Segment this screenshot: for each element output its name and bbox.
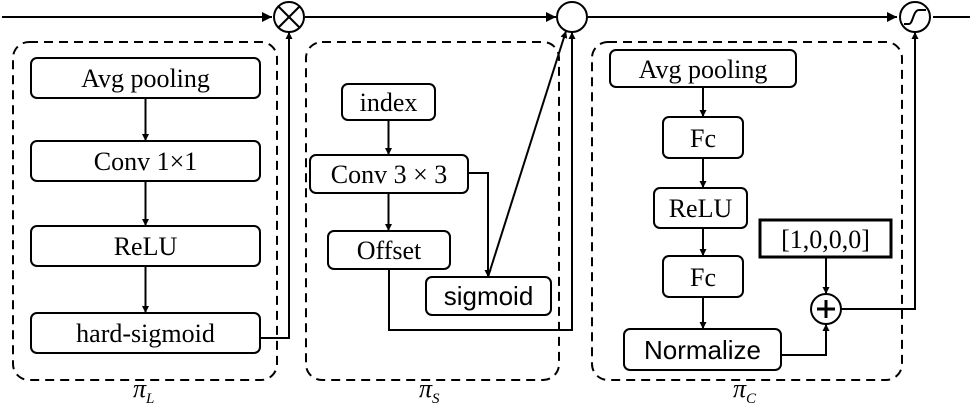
add-operator bbox=[810, 293, 842, 325]
middle-index-label: index bbox=[360, 88, 418, 117]
middle-index-block: index bbox=[341, 83, 436, 121]
middle-sigmoid-block: sigmoid bbox=[425, 276, 552, 316]
right-fc1-block: Fc bbox=[662, 116, 744, 159]
left-avg-pooling-label: Avg pooling bbox=[81, 64, 210, 93]
middle-offset-block: Offset bbox=[327, 230, 451, 270]
middle-offset-label: Offset bbox=[357, 236, 422, 265]
right-normalize-label: Normalize bbox=[644, 335, 761, 365]
activation-operator bbox=[899, 1, 931, 33]
right-vector-label: [1,0,0,0] bbox=[781, 225, 870, 254]
left-avg-pooling-block: Avg pooling bbox=[30, 57, 261, 99]
right-arrow-normalize-add bbox=[781, 324, 830, 356]
multiply-operator bbox=[273, 1, 305, 33]
right-relu-block: ReLU bbox=[653, 187, 748, 229]
middle-arrow-conv-sigmoid bbox=[468, 172, 492, 277]
group-middle-label: πS bbox=[419, 374, 440, 407]
right-fc2-block: Fc bbox=[662, 255, 744, 298]
right-arrow-add-activation bbox=[841, 32, 919, 310]
left-relu-label: ReLU bbox=[114, 232, 178, 261]
left-conv1x1-block: Conv 1×1 bbox=[30, 140, 261, 182]
group-right-label: πC bbox=[733, 374, 757, 407]
group-left-label: πL bbox=[133, 374, 154, 407]
left-hard-sigmoid-label: hard-sigmoid bbox=[76, 319, 215, 348]
left-output-arrow bbox=[260, 32, 293, 339]
left-hard-sigmoid-block: hard-sigmoid bbox=[30, 312, 261, 354]
middle-arrow-offset-combine bbox=[388, 32, 576, 331]
group-left: Avg pooling Conv 1×1 ReLU hard-sigmoid π… bbox=[12, 32, 293, 407]
right-avg-pooling-block: Avg pooling bbox=[609, 49, 797, 88]
group-middle: index Conv 3 × 3 Offset sigmoid πS bbox=[305, 30, 576, 407]
middle-sigmoid-label: sigmoid bbox=[444, 281, 534, 311]
right-relu-label: ReLU bbox=[669, 194, 733, 223]
right-avg-pooling-label: Avg pooling bbox=[639, 55, 768, 84]
left-conv1x1-label: Conv 1×1 bbox=[94, 147, 198, 176]
group-right: Avg pooling Fc ReLU Fc Normalize [1,0,0,… bbox=[591, 32, 919, 407]
middle-conv3x3-label: Conv 3 × 3 bbox=[331, 160, 448, 189]
combine-operator bbox=[556, 1, 588, 33]
left-relu-block: ReLU bbox=[30, 225, 261, 267]
right-fc2-label: Fc bbox=[690, 263, 716, 292]
right-normalize-block: Normalize bbox=[623, 328, 782, 371]
middle-conv3x3-block: Conv 3 × 3 bbox=[309, 154, 469, 194]
right-fc1-label: Fc bbox=[690, 124, 716, 153]
right-vector-block: [1,0,0,0] bbox=[758, 218, 893, 259]
middle-arrow-sigmoid-combine bbox=[487, 30, 568, 278]
